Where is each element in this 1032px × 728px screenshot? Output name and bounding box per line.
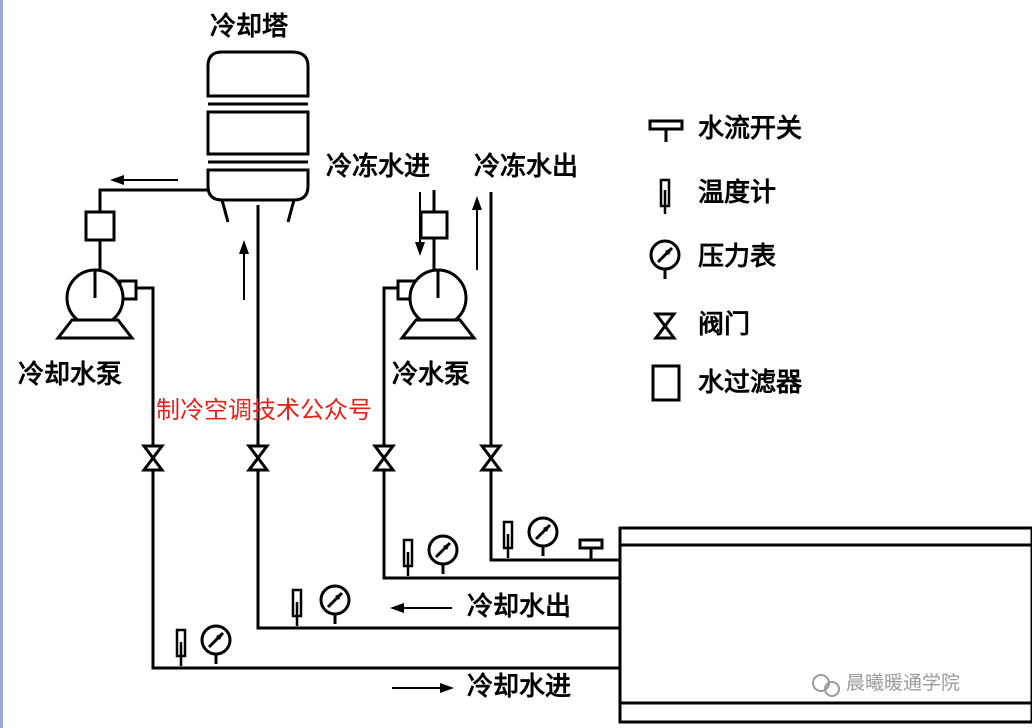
thermometer-icon <box>502 520 514 560</box>
pressure-gauge-icon <box>527 516 559 558</box>
chilled-water-in-label: 冷冻水进 <box>326 152 431 182</box>
watermark-logo <box>812 674 840 697</box>
chilled-water-out-label: 冷冻水出 <box>474 152 579 182</box>
watermark-grey: 晨曦暖通学院 <box>846 672 961 694</box>
flow-arrow <box>390 603 452 613</box>
cooling-tower-label: 冷却塔 <box>210 12 289 42</box>
valve-icon <box>654 312 676 340</box>
legend-label: 压力表 <box>698 242 777 272</box>
pressure-gauge-icon <box>427 534 459 576</box>
legend <box>648 119 684 402</box>
pressure-gauge-icon <box>319 584 351 626</box>
chilled-pump-label: 冷水泵 <box>392 360 471 390</box>
cooling-water-out-label: 冷却水出 <box>467 592 572 622</box>
water-filter-icon <box>651 364 681 402</box>
thermometer-icon <box>402 538 414 578</box>
thermometer-icon <box>291 588 303 628</box>
valve-icon <box>142 444 164 472</box>
pressure-gauge-icon <box>649 239 681 281</box>
flow-arrow <box>110 175 178 185</box>
cooling-pump-label: 冷却水泵 <box>18 360 123 390</box>
flow-switch-icon <box>648 119 684 142</box>
legend-label: 阀门 <box>698 310 751 340</box>
watermark-red: 制冷空调技术公众号 <box>156 396 372 424</box>
legend-label: 温度计 <box>698 178 777 208</box>
left-border <box>0 0 3 728</box>
flow-switch-icon <box>578 538 604 560</box>
valve-icon <box>247 444 269 472</box>
thermometer-icon <box>659 178 671 214</box>
flow-arrow <box>392 683 454 693</box>
chilled-water-pump <box>396 268 478 340</box>
pressure-gauge-icon <box>200 624 232 666</box>
valve-icon <box>480 444 502 472</box>
thermometer-icon <box>175 628 187 668</box>
cooling-tower <box>206 50 310 223</box>
valve-icon <box>373 444 395 472</box>
legend-label: 水流开关 <box>698 114 803 144</box>
flow-arrow <box>472 196 482 270</box>
water-filter-icon <box>419 210 449 240</box>
cooling-pump <box>54 268 138 340</box>
cooling-water-in-label: 冷却水进 <box>467 672 572 702</box>
legend-label: 水过滤器 <box>698 368 803 398</box>
water-filter-icon <box>84 210 116 242</box>
flow-arrow <box>239 240 249 300</box>
